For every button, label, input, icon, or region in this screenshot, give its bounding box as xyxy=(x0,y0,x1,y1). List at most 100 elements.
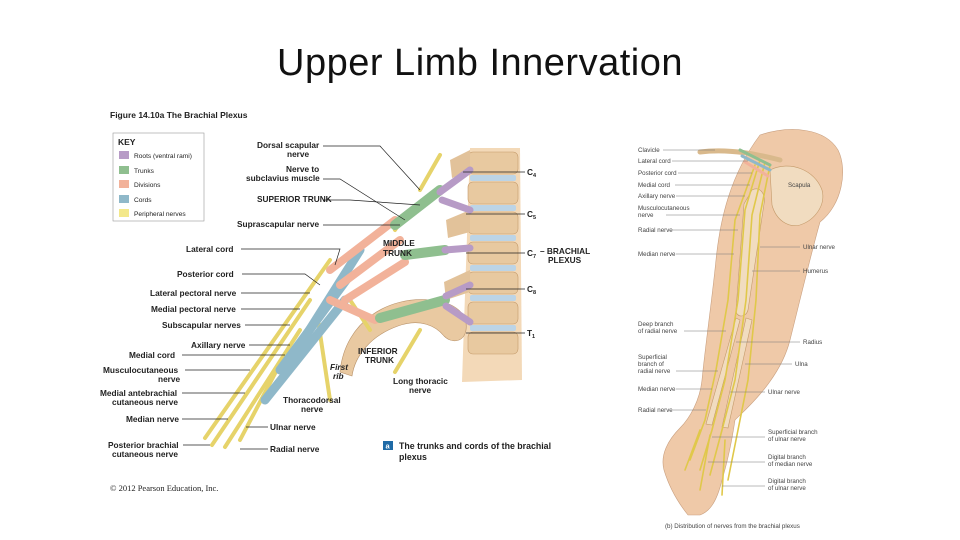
svg-text:nerve: nerve xyxy=(287,149,310,159)
svg-text:a: a xyxy=(386,442,391,451)
svg-text:Medial cord: Medial cord xyxy=(129,350,175,360)
slide-title: Upper Limb Innervation xyxy=(277,42,683,84)
figure-a: Figure 14.10a The Brachial Plexus KEY Ro… xyxy=(100,110,590,493)
svg-text:Nerve to: Nerve to xyxy=(286,164,319,174)
svg-text:Long thoracic: Long thoracic xyxy=(393,376,448,386)
svg-text:rib: rib xyxy=(333,371,344,381)
svg-text:Lateral pectoral nerve: Lateral pectoral nerve xyxy=(150,288,237,298)
svg-text:C: C xyxy=(527,167,533,177)
svg-text:Digital branch: Digital branch xyxy=(768,478,806,485)
svg-text:Subscapular nerves: Subscapular nerves xyxy=(162,320,241,330)
trunks xyxy=(375,185,450,323)
svg-text:MIDDLE: MIDDLE xyxy=(383,238,415,248)
vertebral-column xyxy=(444,148,522,382)
svg-text:Medial pectoral nerve: Medial pectoral nerve xyxy=(151,304,236,314)
svg-text:Ulnar nerve: Ulnar nerve xyxy=(768,389,801,396)
svg-text:Peripheral nerves: Peripheral nerves xyxy=(134,211,186,218)
svg-text:Posterior brachial: Posterior brachial xyxy=(108,440,179,450)
svg-text:nerve: nerve xyxy=(158,374,181,384)
svg-text:Medial antebrachial: Medial antebrachial xyxy=(100,388,177,398)
svg-text:First: First xyxy=(330,362,349,372)
svg-text:C: C xyxy=(527,209,533,219)
svg-text:of radial nerve: of radial nerve xyxy=(638,328,678,335)
svg-text:Posterior cord: Posterior cord xyxy=(177,269,234,279)
leader-lines-b-left xyxy=(663,149,752,411)
svg-text:Superficial: Superficial xyxy=(638,354,667,361)
svg-text:INFERIOR: INFERIOR xyxy=(358,346,398,356)
svg-text:Superficial branch: Superficial branch xyxy=(768,429,818,436)
svg-text:of ulnar nerve: of ulnar nerve xyxy=(768,436,806,443)
svg-text:1: 1 xyxy=(532,334,535,340)
svg-text:Roots (ventral rami): Roots (ventral rami) xyxy=(134,153,192,160)
svg-text:Posterior cord: Posterior cord xyxy=(638,170,677,177)
key-title: KEY xyxy=(118,137,136,147)
svg-text:subclavius muscle: subclavius muscle xyxy=(246,173,320,183)
svg-text:4: 4 xyxy=(533,173,537,179)
svg-text:7: 7 xyxy=(533,254,536,260)
key-item-cords: Cords xyxy=(119,195,152,204)
svg-text:Median nerve: Median nerve xyxy=(126,414,179,424)
svg-text:cutaneous nerve: cutaneous nerve xyxy=(112,397,178,407)
svg-text:Clavicle: Clavicle xyxy=(638,147,660,154)
svg-text:Lateral cord: Lateral cord xyxy=(186,244,234,254)
figure-b: Clavicle Lateral cord Posterior cord Med… xyxy=(638,129,843,530)
leader-lines-left xyxy=(182,145,421,446)
svg-text:– BRACHIAL: – BRACHIAL xyxy=(540,246,590,256)
svg-text:Dorsal scapular: Dorsal scapular xyxy=(257,140,320,150)
figure-b-caption: (b) Distribution of nerves from the brac… xyxy=(665,523,800,530)
svg-text:Lateral cord: Lateral cord xyxy=(638,158,671,165)
svg-text:8: 8 xyxy=(533,290,536,296)
svg-text:of median nerve: of median nerve xyxy=(768,461,813,468)
svg-text:PLEXUS: PLEXUS xyxy=(548,255,582,265)
svg-text:Axillary nerve: Axillary nerve xyxy=(638,193,676,200)
svg-text:Medial cord: Medial cord xyxy=(638,182,671,189)
svg-text:Thoracodorsal: Thoracodorsal xyxy=(283,395,341,405)
svg-text:The trunks and cords of the br: The trunks and cords of the brachial xyxy=(399,441,551,451)
svg-text:Radial nerve: Radial nerve xyxy=(638,407,673,414)
svg-text:Radius: Radius xyxy=(803,339,822,346)
svg-text:Radial nerve: Radial nerve xyxy=(638,227,673,234)
svg-text:nerve: nerve xyxy=(301,404,324,414)
labels-b-left: Clavicle Lateral cord Posterior cord Med… xyxy=(638,147,690,414)
svg-text:Cords: Cords xyxy=(134,197,152,204)
svg-text:nerve: nerve xyxy=(409,385,432,395)
labels-vertebral: C 4 C 5 C 7 C 8 T 1 – BRACHIAL PLEXUS xyxy=(463,167,590,340)
svg-text:TRUNK: TRUNK xyxy=(383,248,412,258)
figure-a-caption: a The trunks and cords of the brachial p… xyxy=(383,441,551,462)
key-item-divisions: Divisions xyxy=(119,180,161,189)
svg-text:Axillary nerve: Axillary nerve xyxy=(191,340,246,350)
key-item-peripheral-nerves: Peripheral nerves xyxy=(119,209,186,218)
svg-text:radial nerve: radial nerve xyxy=(638,368,671,375)
svg-text:Musculocutaneous: Musculocutaneous xyxy=(103,365,179,375)
svg-text:Median nerve: Median nerve xyxy=(638,251,676,258)
divisions xyxy=(326,216,409,324)
svg-text:SUPERIOR TRUNK: SUPERIOR TRUNK xyxy=(257,194,332,204)
svg-text:T: T xyxy=(527,328,532,338)
svg-text:Ulnar nerve: Ulnar nerve xyxy=(803,244,836,251)
key-item-roots: Roots (ventral rami) xyxy=(119,151,192,160)
svg-text:C: C xyxy=(527,284,533,294)
svg-text:Ulna: Ulna xyxy=(795,361,808,368)
svg-text:Divisions: Divisions xyxy=(134,182,161,189)
svg-text:cutaneous nerve: cutaneous nerve xyxy=(112,449,178,459)
figure-a-heading: Figure 14.10a The Brachial Plexus xyxy=(110,110,248,120)
key-item-trunks: Trunks xyxy=(119,166,155,175)
svg-text:plexus: plexus xyxy=(399,452,427,462)
svg-text:Median nerve: Median nerve xyxy=(638,386,676,393)
svg-text:Suprascapular nerve: Suprascapular nerve xyxy=(237,219,319,229)
leader-lines-b-right xyxy=(708,246,800,487)
svg-text:Scapula: Scapula xyxy=(788,182,811,189)
svg-text:branch of: branch of xyxy=(638,361,664,368)
labels-b-right: Scapula Ulnar nerve Humerus Radius Ulna … xyxy=(768,182,836,492)
svg-text:TRUNK: TRUNK xyxy=(365,355,394,365)
svg-text:Deep branch: Deep branch xyxy=(638,321,674,328)
labels-left: Dorsal scapular nerve Nerve to subclaviu… xyxy=(100,140,332,459)
svg-text:C: C xyxy=(527,248,533,258)
svg-text:Trunks: Trunks xyxy=(134,168,155,175)
plexus-shoulder xyxy=(738,148,772,178)
labels-mid: MIDDLE TRUNK INFERIOR TRUNK First rib Th… xyxy=(240,238,448,454)
svg-text:nerve: nerve xyxy=(638,212,654,219)
copyright: © 2012 Pearson Education, Inc. xyxy=(110,483,218,493)
roots xyxy=(436,166,474,326)
